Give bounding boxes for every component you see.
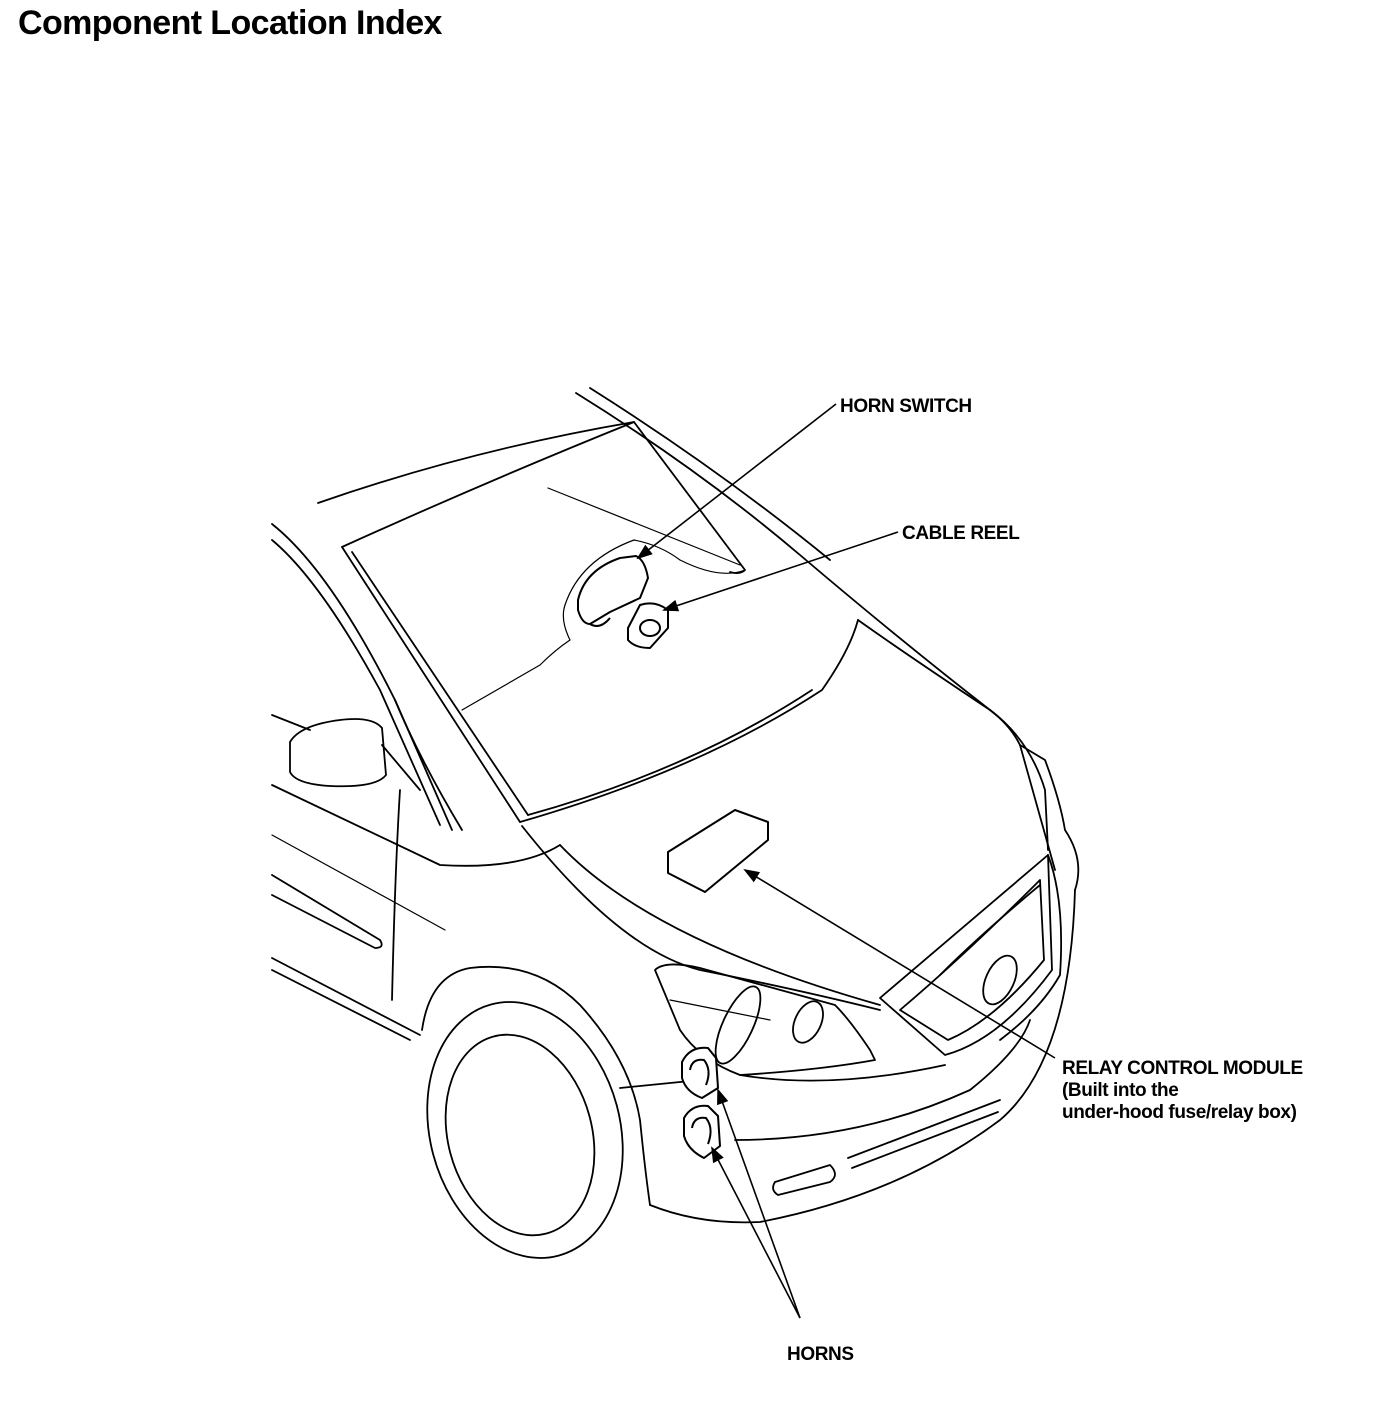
cable-reel-leader <box>662 531 899 612</box>
relay-module-leader <box>743 868 1056 1059</box>
horn-switch-label: HORN SWITCH <box>840 396 972 417</box>
relay-module-note-1: (Built into the <box>1062 1080 1178 1101</box>
relay-module-note-2: under-hood fuse/relay box) <box>1062 1102 1297 1123</box>
horn-leader-lower <box>711 1146 801 1319</box>
car-outline <box>271 387 1080 1259</box>
relay-module-label: RELAY CONTROL MODULE <box>1062 1058 1303 1079</box>
horn-switch-icon <box>577 555 649 627</box>
horns-label: HORNS <box>787 1344 854 1365</box>
cable-reel-icon <box>627 602 669 649</box>
relay-box-icon <box>667 809 769 893</box>
cable-reel-label: CABLE REEL <box>902 523 1020 544</box>
horn-leader-upper <box>717 1088 801 1319</box>
page-title: Component Location Index <box>18 4 442 42</box>
horn-switch-leader <box>636 403 837 560</box>
horn-icon <box>681 1046 721 1159</box>
